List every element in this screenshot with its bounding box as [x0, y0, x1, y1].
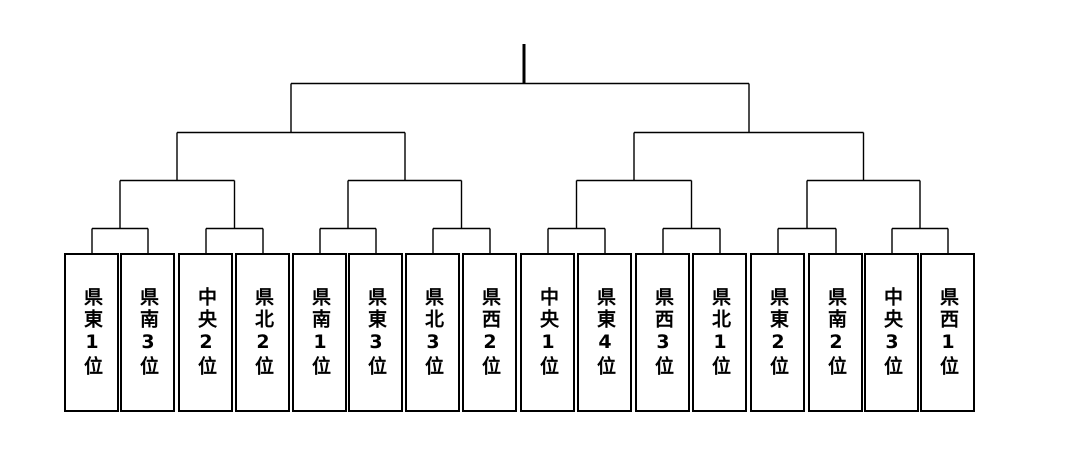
team-box: 県西2位: [462, 253, 517, 412]
team-label: 県東4位: [594, 287, 616, 378]
team-box: 県南1位: [292, 253, 347, 412]
connector-lines: [91, 82, 949, 254]
team-box: 県東3位: [348, 253, 403, 412]
team-box: 県北3位: [405, 253, 460, 412]
team-label: 県北2位: [252, 287, 274, 378]
team-label: 中央2位: [195, 287, 217, 378]
team-label: 県西3位: [652, 287, 674, 378]
team-box: 中央2位: [178, 253, 233, 412]
team-box: 県東1位: [64, 253, 119, 412]
team-box: 県北1位: [692, 253, 747, 412]
team-label: 県南1位: [309, 287, 331, 378]
team-box: 県東4位: [577, 253, 632, 412]
team-box: 県西1位: [920, 253, 975, 412]
team-label: 県北1位: [709, 287, 731, 378]
team-label: 県東1位: [81, 287, 103, 378]
team-label: 県西2位: [479, 287, 501, 378]
team-box: 県西3位: [635, 253, 690, 412]
team-box: 中央3位: [864, 253, 919, 412]
team-label: 県南2位: [825, 287, 847, 378]
team-box: 県南2位: [808, 253, 863, 412]
team-box: 県北2位: [235, 253, 290, 412]
team-label: 県北3位: [422, 287, 444, 378]
team-label: 県東3位: [365, 287, 387, 378]
team-label: 中央1位: [537, 287, 559, 378]
team-label: 中央3位: [881, 287, 903, 378]
team-box: 県南3位: [120, 253, 175, 412]
team-label: 県東2位: [767, 287, 789, 378]
team-box: 中央1位: [520, 253, 575, 412]
team-label: 県南3位: [137, 287, 159, 378]
team-box: 県東2位: [750, 253, 805, 412]
team-label: 県西1位: [937, 287, 959, 378]
